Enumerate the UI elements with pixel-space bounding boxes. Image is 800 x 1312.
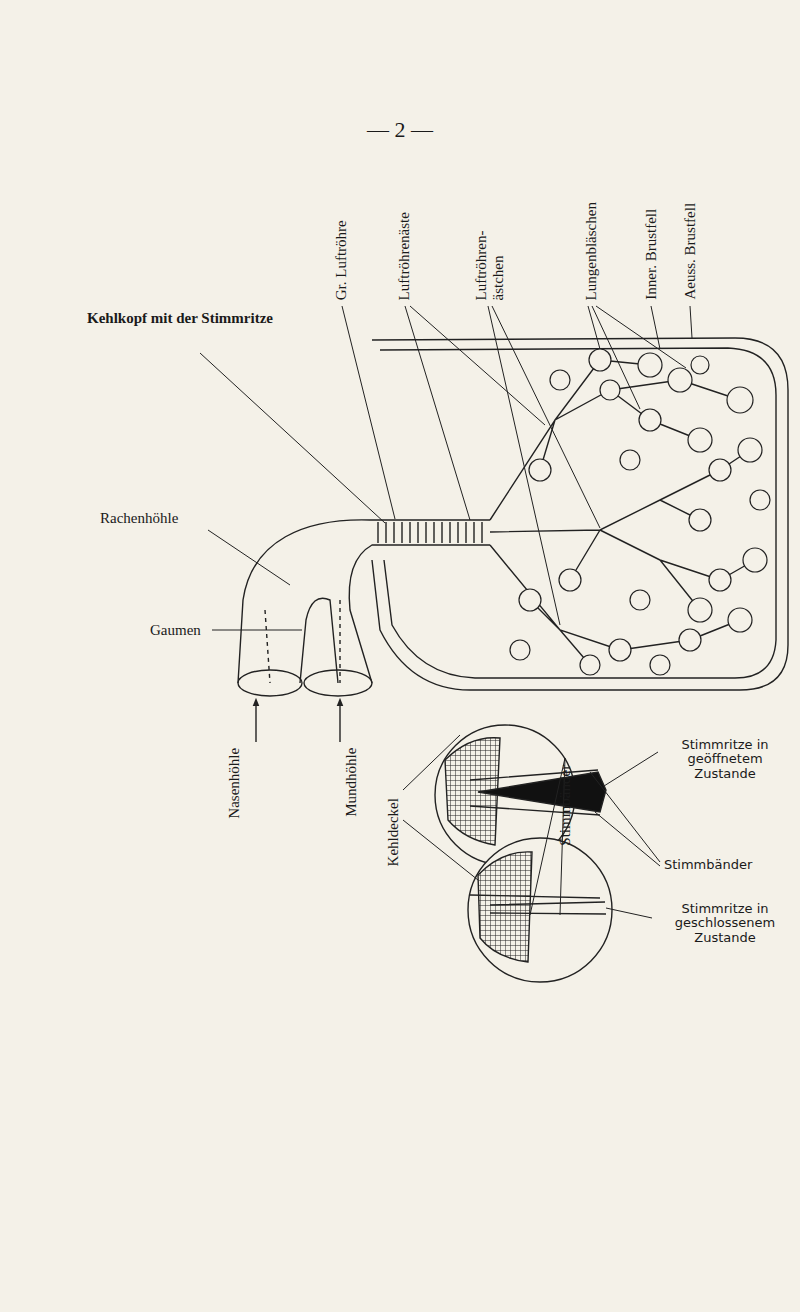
- part-label: Stimmritze in geschlossenem Zustande: [655, 902, 795, 945]
- part-label: Kehldeckel: [385, 798, 402, 866]
- part-label: Luftröhrenäste: [396, 212, 413, 300]
- part-label: Gaumen: [150, 622, 201, 639]
- part-label: Stimmbänder: [557, 765, 574, 846]
- part-label: Mundhöhle: [344, 748, 361, 817]
- part-label: Rachenhöhle: [100, 510, 178, 527]
- part-label: Kehlkopf mit der Stimmritze: [80, 310, 280, 327]
- part-label: Nasenhöhle: [226, 748, 243, 819]
- part-label: Stimmritze in geöffnetem Zustande: [660, 738, 790, 781]
- part-label: Stimmbänder: [664, 858, 752, 872]
- part-label: Aeuss. Brustfell: [682, 203, 699, 300]
- part-label: Lungenbläschen: [583, 202, 600, 300]
- part-label: — 2 —: [367, 118, 433, 142]
- part-label: Gr. Luftröhre: [333, 220, 350, 300]
- part-label: Inner. Brustfell: [643, 209, 660, 300]
- part-label: Luftröhren- ästchen: [474, 230, 507, 300]
